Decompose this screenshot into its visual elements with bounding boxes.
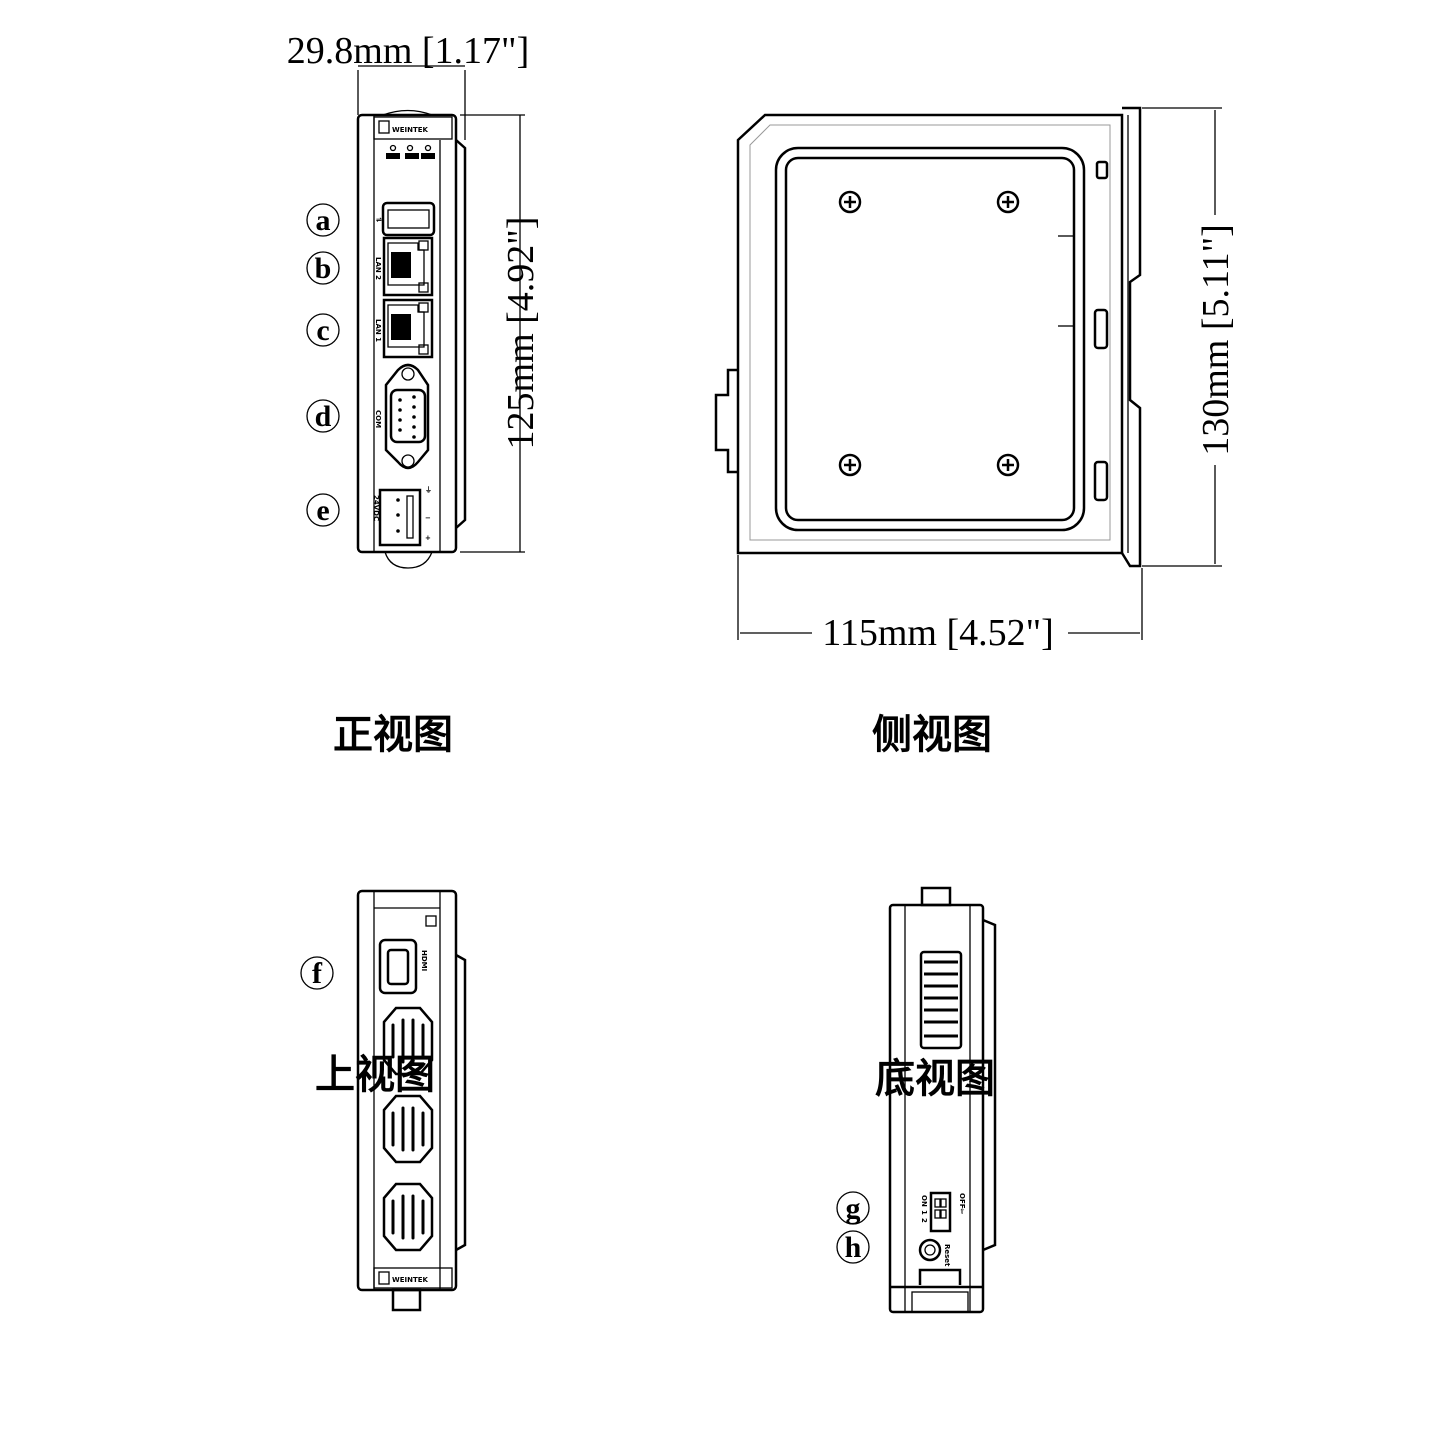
bottom-body <box>888 903 985 1314</box>
brand-label: WEINTEK <box>392 126 429 134</box>
screw-icon <box>838 190 862 214</box>
side-width-label: 115mm [4.52"] <box>822 612 1054 654</box>
top-view: HDMI WEINTEK f 上视图 <box>300 889 467 1312</box>
lan2-label: LAN 2 <box>374 257 382 280</box>
side-height-label: 130mm [5.11"] <box>1195 224 1237 456</box>
lan1-label: LAN 1 <box>374 319 382 342</box>
screw-icon <box>996 190 1020 214</box>
front-width-label: 29.8mm [1.17"] <box>287 30 529 72</box>
reset-button[interactable]: Reset <box>918 1238 951 1267</box>
callout-c: c <box>306 313 340 347</box>
svg-text:b: b <box>315 252 332 285</box>
com-label: COM <box>374 410 382 428</box>
front-body <box>356 113 458 554</box>
side-panel-inner <box>784 156 1076 522</box>
front-view-title: 正视图 <box>333 711 453 758</box>
svg-text:h: h <box>845 1231 862 1264</box>
com-port: COM <box>374 363 430 470</box>
callout-e: e <box>306 493 340 527</box>
svg-text:⏚: ⏚ <box>425 486 432 494</box>
power-label: 24VDC <box>372 495 380 521</box>
side-panel-outer <box>774 146 1086 532</box>
side-view-title: 侧视图 <box>872 711 992 758</box>
usb-port: ⇌ <box>376 201 436 237</box>
hdmi-label: HDMI <box>420 950 428 971</box>
front-side-shell <box>455 139 467 529</box>
dip-1-label: 1 <box>920 1210 928 1215</box>
callout-d: d <box>306 399 340 433</box>
dip-switch[interactable]: ON 1 2 OFF ⇦ <box>920 1191 966 1233</box>
side-width-dimension: 115mm [4.52"] <box>737 555 1143 654</box>
screw-icon <box>838 453 862 477</box>
vent-slots <box>382 1006 434 1252</box>
side-height-dimension: 130mm [5.11"] <box>1142 107 1237 567</box>
callout-h: h <box>836 1230 870 1264</box>
power-terminal: 24VDC ⏚ − + <box>372 486 432 547</box>
callout-a: a <box>306 203 340 237</box>
screw-icon <box>996 453 1020 477</box>
callout-f: f <box>300 956 334 990</box>
front-height-label: 125mm [4.92"] <box>500 217 542 450</box>
svg-text:d: d <box>315 400 332 433</box>
reset-label: Reset <box>943 1244 951 1267</box>
svg-text:f: f <box>312 957 323 990</box>
hdmi-port: HDMI <box>378 938 428 995</box>
lan1-port: LAN 1 <box>374 298 434 359</box>
front-height-dimension: 125mm [4.92"] <box>460 114 542 553</box>
lan2-port: LAN 2 <box>374 236 434 297</box>
brand-strip <box>373 116 453 140</box>
din-rail-clip <box>1120 106 1142 568</box>
callout-g: g <box>836 1191 870 1225</box>
svg-text:g: g <box>846 1192 861 1225</box>
brand-logo-icon <box>378 1271 390 1285</box>
svg-text:e: e <box>316 494 329 527</box>
svg-text:+: + <box>425 534 431 542</box>
side-view: 115mm [4.52"] 130mm [5.11"] 侧视图 <box>714 106 1237 758</box>
side-body <box>736 113 1124 555</box>
front-view: 29.8mm [1.17"] WEINTEK ⇌ LAN <box>287 30 542 758</box>
bottom-view-title: 底视图 <box>875 1055 995 1102</box>
svg-text:−: − <box>425 514 431 522</box>
svg-text:a: a <box>316 204 331 237</box>
dip-2-label: 2 <box>920 1218 928 1223</box>
front-width-dimension: 29.8mm [1.17"] <box>287 30 529 140</box>
vent-slots <box>919 950 963 1050</box>
top-view-title: 上视图 <box>315 1051 435 1098</box>
callout-b: b <box>306 251 340 285</box>
dip-off-label: OFF <box>958 1193 966 1209</box>
bottom-view: ON 1 2 OFF ⇦ Reset g h 底视图 <box>836 886 997 1314</box>
svg-text:c: c <box>316 314 329 347</box>
dip-on-label: ON <box>920 1195 928 1207</box>
usb-icon: ⇌ <box>376 216 382 224</box>
brand-logo-icon <box>378 120 390 134</box>
brand-label-top: WEINTEK <box>392 1276 429 1284</box>
arrow-icon: ⇦ <box>958 1208 966 1214</box>
status-leds <box>386 144 435 159</box>
